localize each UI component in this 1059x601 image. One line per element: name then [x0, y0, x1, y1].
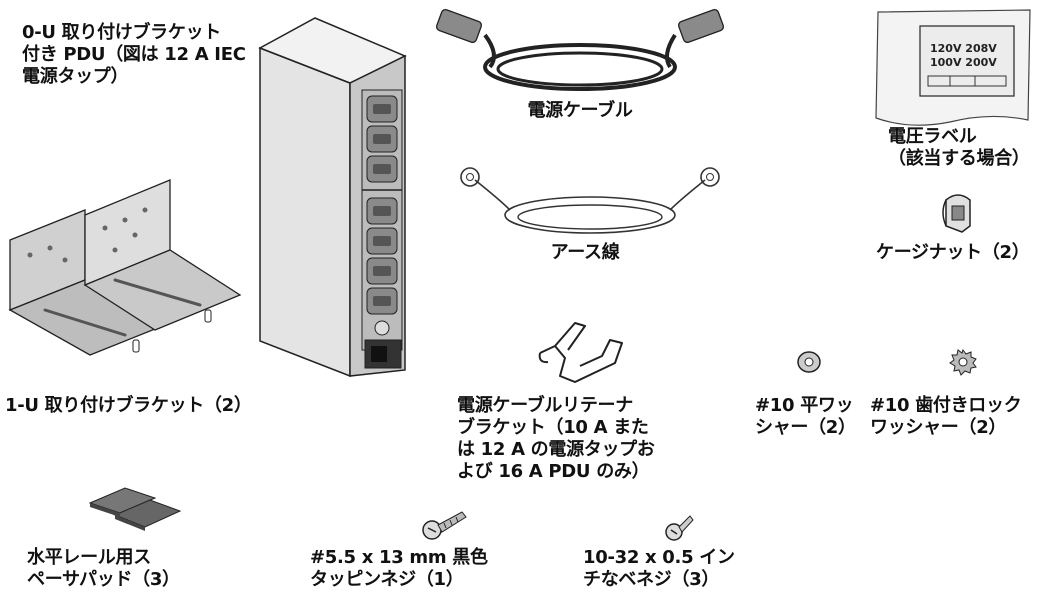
screw-icon	[665, 515, 694, 541]
tap-screw-label: #5.5 x 13 mm 黒色 タッピンネジ（1）	[310, 547, 488, 590]
pdu-illustration	[258, 17, 407, 378]
lock-washer-icon	[949, 348, 977, 376]
power-cable-label: 電源ケーブル	[527, 100, 633, 121]
bracket-1u-label: 1-U 取り付けブラケット（2）	[5, 395, 252, 416]
power-cable-illustration	[435, 8, 725, 91]
voltage-row-1: 120V 208V	[930, 42, 997, 55]
pdu-label: 0-U 取り付けブラケット 付き PDU（図は 12 A IEC 電源タップ）	[22, 22, 246, 87]
tapping-screw-icon	[422, 511, 467, 540]
retainer-label: 電源ケーブルリテーナ ブラケット（10 A また は 12 A の電源タップお …	[457, 395, 655, 482]
screw-label: 10-32 x 0.5 イン チなベネジ（3）	[583, 547, 735, 590]
cage-nut-label: ケージナット（2）	[876, 242, 1030, 263]
cage-nut-icon	[942, 194, 971, 233]
bracket-1u-illustration	[8, 179, 242, 356]
retainer-bracket-illustration	[538, 322, 623, 383]
voltage-card-illustration: 120V 208V 100V 200V	[875, 9, 1031, 126]
lock-washer-label: #10 歯付きロック ワッシャー（2）	[870, 395, 1022, 438]
ground-wire-label: アース線	[550, 242, 620, 263]
spacer-label: 水平レール用ス ペーサパッド（3）	[27, 547, 180, 590]
ground-wire-illustration	[460, 167, 720, 234]
voltage-label-label: 電圧ラベル （該当する場合）	[888, 126, 1030, 169]
spacer-pad-illustration	[88, 487, 182, 531]
washer-label: #10 平ワッ シャー（2）	[755, 395, 856, 438]
voltage-row-2: 100V 200V	[930, 56, 997, 69]
washer-icon	[797, 351, 821, 373]
